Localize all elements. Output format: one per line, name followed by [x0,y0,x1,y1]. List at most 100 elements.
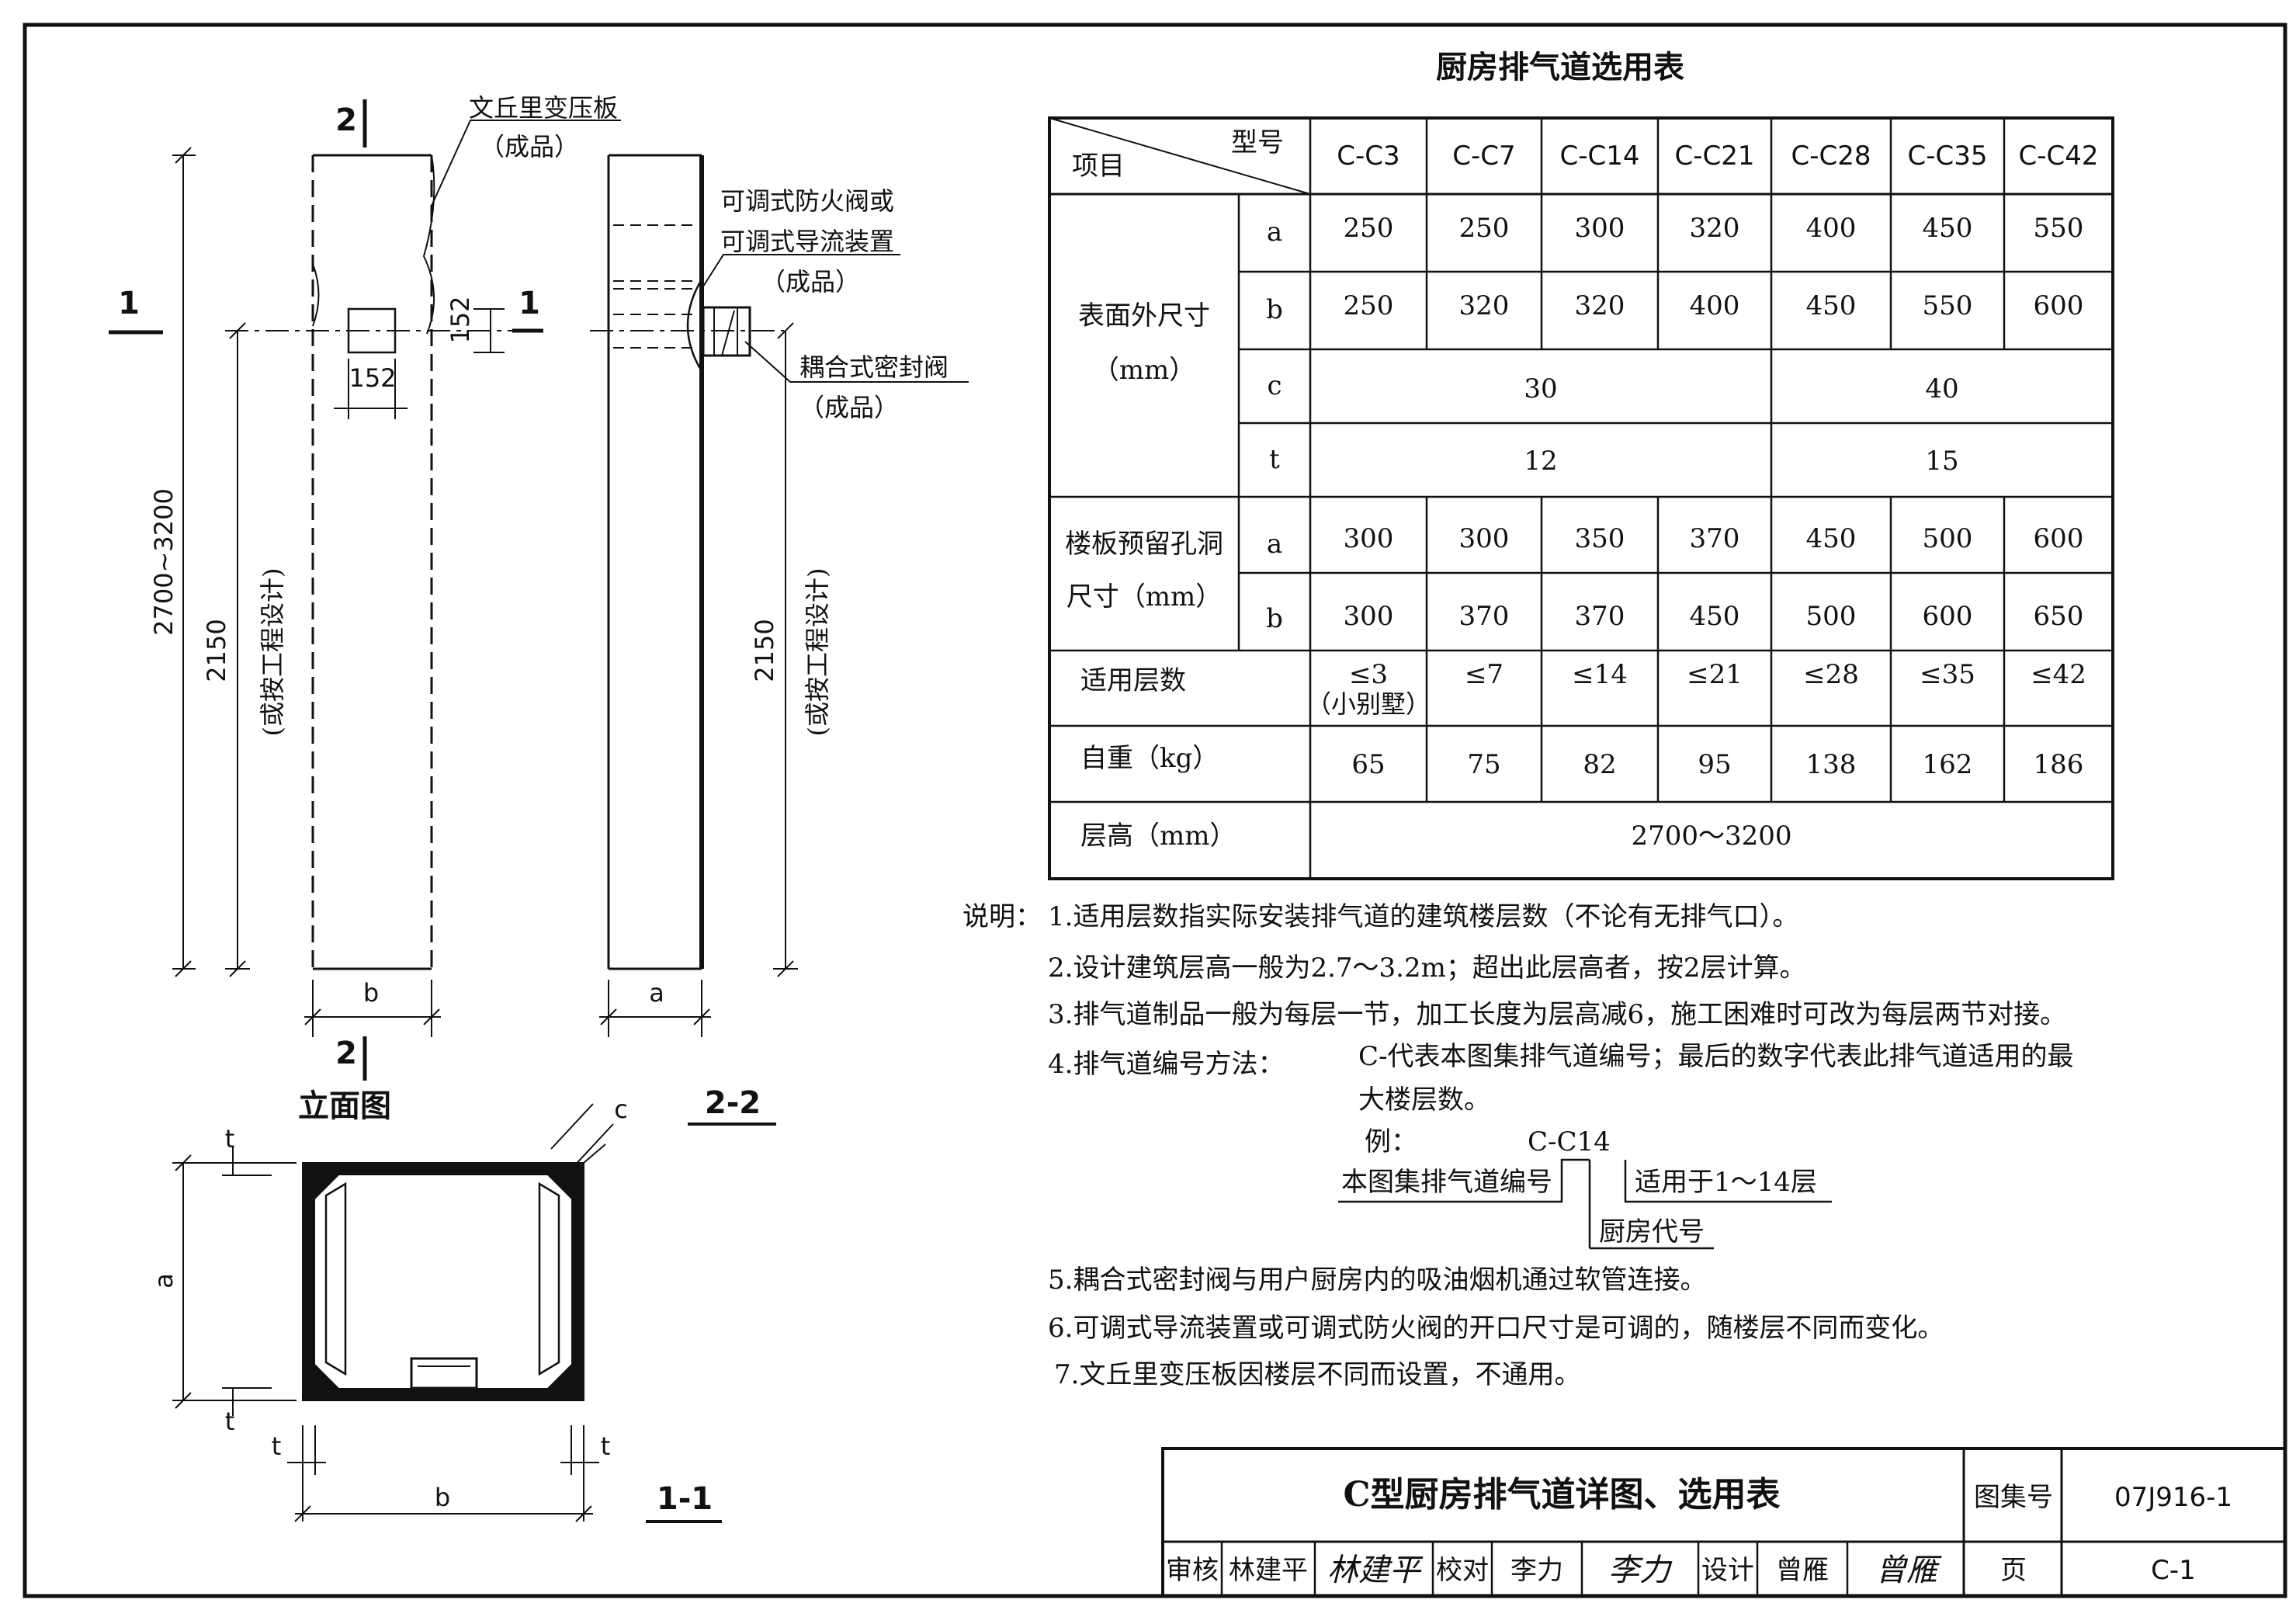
label-valve-2: 可调式导流装置 [720,227,894,256]
page-label: 页 [2000,1555,2027,1586]
weight-cell-4: 95 [1698,749,1731,780]
outer-b-cell-5: 450 [1806,290,1857,321]
label-venturi-2: （成品） [480,132,579,161]
label-venturi-1: 文丘里变压板 [469,93,618,123]
label-valve-1: 可调式防火阀或 [720,186,894,216]
section-2-2 [590,154,969,1126]
height-value: 2700～3200 [1631,821,1791,852]
row-floors: ≤3≤7≤14≤21≤28≤35≤42 [1349,659,2086,690]
notes: 说明： 1.适用层数指实际安装排气道的建筑楼层数（不论有无排气口）。 2.设计建… [962,901,2074,1390]
outer-a-cell-6: 450 [1923,213,1973,244]
section-mark-1-right: 1 [519,286,540,321]
hole-a-cell-5: 450 [1806,523,1857,554]
hole-a-cell-6: 500 [1923,523,1973,554]
caption-section-2-2: 2-2 [705,1085,761,1121]
section-mark-2-top: 2 [335,102,357,138]
dim-152-horizontal: 152 [349,363,396,393]
hole-a-cell-3: 350 [1575,523,1625,554]
model-header-4: C-C21 [1674,141,1754,172]
example-left: 本图集排气道编号 [1341,1167,1552,1198]
sheet-border [23,23,2287,1598]
outer-b-cell-1: 250 [1344,290,1394,321]
corner-model: 型号 [1231,127,1284,158]
hole-b-cell-5: 500 [1806,601,1857,632]
elevation-view [109,99,621,1081]
outer-b-cell-6: 550 [1923,290,1973,321]
dim-t-left: t [272,1431,282,1461]
model-header-7: C-C42 [2018,141,2098,172]
dim-2150-section: 2150 [750,619,779,682]
hole-b-cell-2: 370 [1459,601,1510,632]
note-3: 3.排气道制品一般为每层一节，加工长度为层高减6，施工困难时可改为每层两节对接。 [1048,999,2066,1030]
dim-a-section: a [649,978,664,1008]
example-leader-lines [1338,1158,1832,1250]
model-header-2: C-C7 [1452,141,1515,172]
section-1-1 [172,1103,722,1523]
title-block [1161,1447,2287,1598]
hole-label: 楼板预留孔洞 [1065,529,1223,560]
row-hole-a: 300 300 350 370 450 500 600 [1344,523,2084,554]
designer-signature: 曾雁 [1875,1553,1942,1588]
c-value-2: 40 [1925,373,1958,404]
outer-size-label: 表面外尺寸 [1078,300,1210,331]
hole-a-cell-1: 300 [1344,523,1394,554]
example-bottom: 厨房代号 [1599,1216,1705,1247]
note-5: 5.耦合式密封阀与用户厨房内的吸油烟机通过软管连接。 [1048,1265,1706,1296]
page-number: C-1 [2151,1555,2196,1586]
hole-a-cell-2: 300 [1459,523,1510,554]
dim-b-plan: b [435,1483,450,1512]
dim-note-elevation: (或按工程设计) [258,568,287,737]
dim-t-right: t [601,1431,611,1461]
dim-152-vertical: 152 [446,296,475,343]
dim-total-height: 2700~3200 [149,488,179,636]
outer-size-unit: （mm） [1093,355,1195,386]
floors-cell-5: ≤28 [1803,659,1859,690]
section-mark-2-bottom: 2 [335,1036,357,1071]
t-value-2: 15 [1925,446,1958,477]
drawing-labels: 文丘里变压板 （成品） 可调式防火阀或 可调式导流装置 （成品） 耦合式密封阀 … [118,93,949,1517]
model-header-3: C-C14 [1559,141,1639,172]
caption-section-1-1: 1-1 [657,1481,713,1517]
designer-name: 曾雁 [1776,1555,1829,1586]
dim-2150-elevation: 2150 [202,619,231,682]
sub-c: c [1267,370,1282,401]
hole-a-cell-7: 600 [2034,523,2084,554]
dim-note-section: (或按工程设计) [803,568,832,737]
floors-cell-2: ≤7 [1465,659,1503,690]
sub-t: t [1269,444,1280,475]
hole-b-cell-1: 300 [1344,601,1394,632]
title-block-text: C型厨房排气道详图、选用表 图集号 07J916-1 审核 林建平 林建平 校对… [1166,1475,2232,1588]
c-value-1: 30 [1524,373,1557,404]
example-code: C-C14 [1528,1126,1611,1157]
dim-t-top: t [225,1124,235,1154]
note-7: 7.文丘里变压板因楼层不同而设置，不通用。 [1054,1359,1580,1390]
notes-label: 说明： [962,901,1042,932]
section-mark-1-left: 1 [118,286,140,321]
dim-t-bottom: t [225,1407,235,1436]
t-value-1: 12 [1524,446,1557,477]
checker-signature: 李力 [1608,1553,1673,1588]
label-valve-3: （成品） [761,267,860,297]
note-2: 2.设计建筑层高一般为2.7～3.2m；超出此层高者，按2层计算。 [1048,953,1805,984]
floors-cell-6: ≤35 [1920,659,1975,690]
note-1: 1.适用层数指实际安装排气道的建筑楼层数（不论有无排气口）。 [1048,901,1798,932]
atlas-number: 07J916-1 [2114,1482,2232,1513]
label-seal-2: （成品） [799,393,899,422]
note-4-label: 4.排气道编号方法： [1048,1049,1284,1080]
floors-note: （小别墅） [1306,689,1431,719]
design-label: 设计 [1701,1555,1754,1586]
atlas-label: 图集号 [1974,1482,2053,1513]
sub-a: a [1267,217,1282,248]
weight-cell-1: 65 [1351,749,1385,780]
dim-b-elevation: b [363,978,379,1008]
sub-b: b [1266,294,1283,325]
model-header-5: C-C28 [1791,141,1871,172]
floors-cell-1: ≤3 [1349,659,1388,690]
outer-a-cell-7: 550 [2034,213,2084,244]
outer-a-cell-3: 300 [1575,213,1625,244]
hole-a-cell-4: 370 [1690,523,1740,554]
